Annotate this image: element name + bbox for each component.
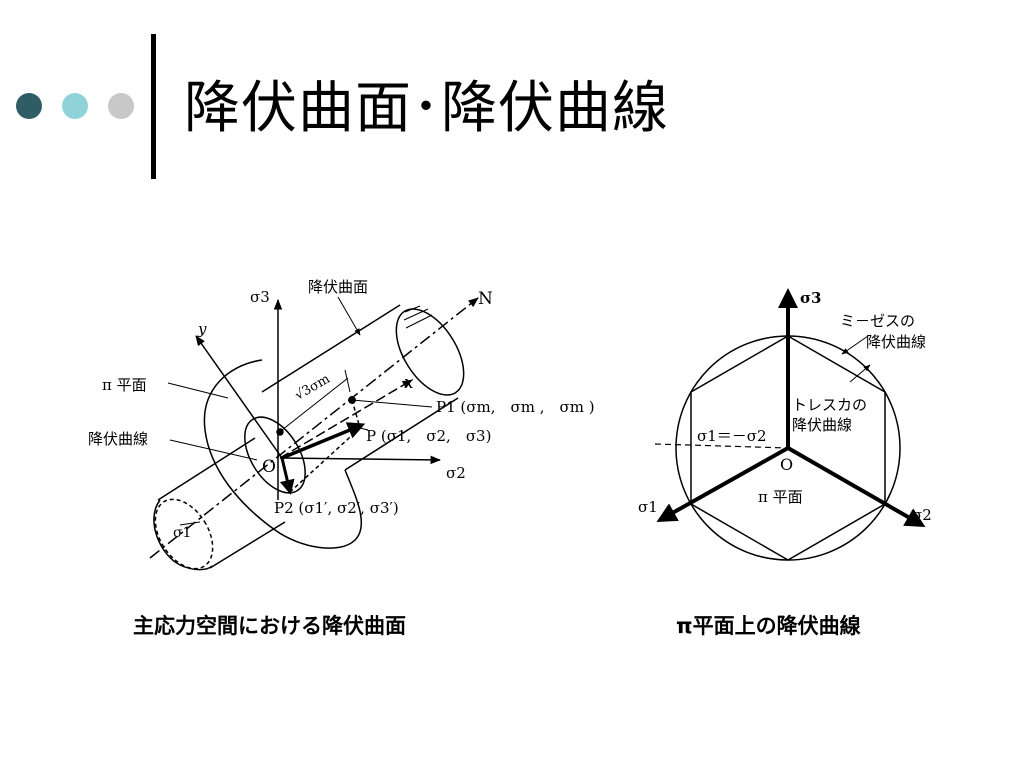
label-sigma2: σ2 [446,464,466,482]
right-figure-labels: σ3 ミ－ゼスの 降伏曲線 トレスカの 降伏曲線 σ1＝－σ2 O π 平面 σ… [638,289,932,524]
label-equation: σ1＝－σ2 [697,427,767,445]
leader-p [359,427,369,431]
leader-pi [167,382,229,399]
label-yield-curve: 降伏曲線 [88,430,148,448]
label-mises-1: ミ－ゼスの [840,312,915,330]
label-surface: 降伏曲面 [308,278,368,296]
cylinder-bottom-edge-right [344,397,459,471]
left-figure-labels: σ3 降伏曲面 N y x π 平面 √3σm P1 (σm, σm , σm … [88,278,595,541]
cylinder-top-edge-left [157,437,256,501]
dot-gray [108,93,134,119]
hydrostatic-axis [149,297,479,559]
label-origin-right: O [780,455,793,474]
leader-surface [337,296,361,336]
p-to-p2 [289,427,361,493]
label-sigma3-right: σ3 [800,289,822,307]
leader-mises [841,335,869,355]
decorative-dots [16,93,134,121]
sqrt3-dim [281,377,349,431]
y-axis [195,335,283,459]
dim-tick-1 [344,369,351,393]
label-p: P (σ1, σ2, σ3) [366,427,491,445]
cap-hatching [403,305,433,329]
pi-plane-disc [203,359,363,549]
equation-dashed-line [654,443,789,449]
leader-p1 [351,399,433,408]
left-caption: 主応力空間における降伏曲面 [133,614,406,638]
label-p1: P1 (σm, σm , σm ) [436,398,595,416]
left-figure [149,296,479,571]
leader-sigma1 [179,521,201,526]
p-vector [281,422,366,460]
dot-dark [16,93,42,119]
cylinder-top-edge [261,304,401,393]
tresca-hexagon [690,335,886,561]
label-sigma2-right: σ2 [912,506,932,524]
label-x-axis: x [404,373,414,393]
p1-to-p [351,399,361,429]
point-center [276,428,284,436]
label-y-axis: y [197,320,207,338]
leader-yield [169,439,258,461]
label-sigma3: σ3 [250,288,270,306]
cylinder-far-cap [395,308,465,396]
page-title: 降伏曲面･降伏曲線 [184,76,669,141]
label-p2: P2 (σ1′, σ2′, σ3′) [274,499,399,517]
sigma1-axis-right [656,446,789,522]
leader-tresca [849,364,871,383]
right-figure [654,288,926,561]
label-sqrt3: √3σm [293,372,333,404]
p2-vector [279,457,295,495]
label-mises-2: 降伏曲線 [866,333,926,351]
label-sigma1-right: σ1 [638,498,658,516]
label-tresca-2: 降伏曲線 [792,416,852,434]
cylinder-bottom-edge [209,521,286,569]
label-origin: O [262,457,276,477]
label-pi-plane: π 平面 [102,376,147,394]
x-axis [279,379,413,459]
label-sigma1: σ1 [173,525,191,541]
dot-teal [62,93,88,119]
yield-curve-ellipse [244,416,306,494]
sigma2-axis-right [787,446,926,527]
label-pi-plane-right: π 平面 [758,488,803,506]
sigma2-axis [279,455,442,465]
label-tresca-1: トレスカの [792,396,867,414]
label-n-axis: N [478,289,493,309]
title-divider [151,34,156,179]
right-caption: π平面上の降伏曲線 [676,614,861,638]
cylinder-end-cap-solid [153,499,213,571]
